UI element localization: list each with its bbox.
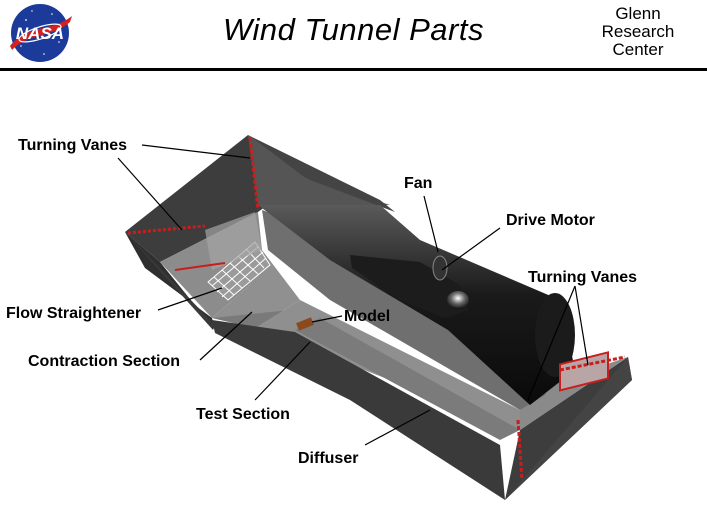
leader-turning-vanes-left-1 — [141, 144, 251, 159]
header: NASA Wind Tunnel Parts Glenn Research Ce… — [0, 0, 707, 71]
turning-vanes-left — [127, 137, 260, 271]
label-fan: Fan — [404, 175, 432, 192]
fan — [432, 255, 448, 281]
settling-screen — [205, 212, 262, 270]
model — [296, 317, 314, 331]
label-model: Model — [344, 308, 390, 325]
center-name-line-1: Glenn — [615, 4, 661, 23]
leader-model — [311, 315, 343, 323]
page-title: Wind Tunnel Parts — [223, 12, 484, 47]
label-test-section: Test Section — [196, 406, 290, 423]
center-name: Glenn Research Center — [583, 5, 693, 59]
leader-turning-vanes-left-2 — [117, 157, 183, 231]
leader-test-section — [254, 341, 311, 401]
leader-drive-motor — [441, 227, 501, 271]
turning-vanes-right — [516, 351, 626, 481]
label-contraction-section: Contraction Section — [28, 353, 180, 370]
leader-contraction-section — [199, 311, 253, 361]
leader-diffuser — [364, 409, 431, 446]
drive-motor — [350, 255, 469, 318]
part-labels: Turning Vanes Fan Drive Motor Turning Va… — [6, 137, 637, 467]
label-turning-vanes-left: Turning Vanes — [18, 137, 127, 154]
leader-lines — [117, 144, 589, 446]
nasa-logo-text: NASA — [16, 24, 64, 43]
center-name-line-3: Center — [612, 40, 664, 59]
header-rule — [0, 68, 707, 71]
nasa-logo: NASA — [10, 4, 72, 62]
center-name-line-2: Research — [601, 22, 675, 41]
label-flow-straightener: Flow Straightener — [6, 305, 141, 322]
label-drive-motor: Drive Motor — [506, 212, 595, 229]
label-turning-vanes-right: Turning Vanes — [528, 269, 637, 286]
leader-fan — [423, 195, 439, 253]
leader-turning-vanes-right-1 — [527, 285, 576, 401]
label-diffuser: Diffuser — [298, 450, 358, 467]
leader-turning-vanes-right-2 — [574, 285, 589, 366]
leader-flow-straightener — [157, 287, 223, 311]
